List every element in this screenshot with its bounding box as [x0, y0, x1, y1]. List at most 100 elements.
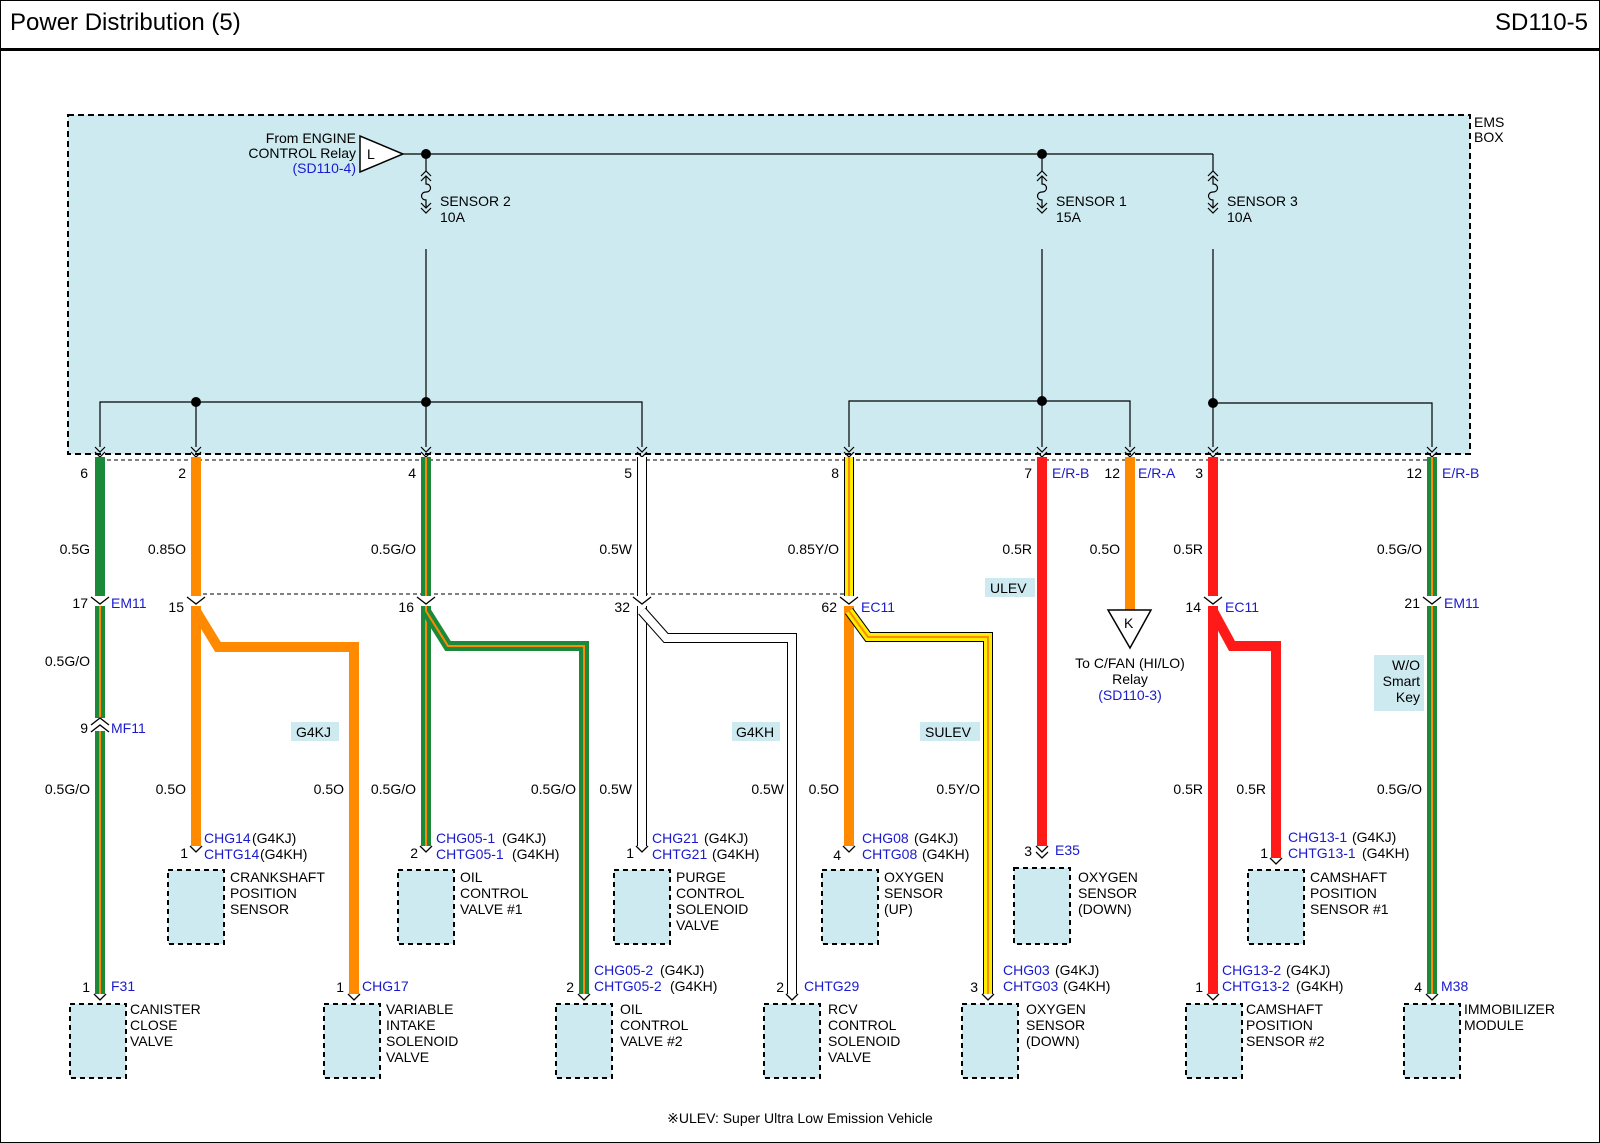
connector-name: EM11	[1444, 595, 1480, 611]
component-label: CONTROL	[460, 885, 529, 901]
wire-spec: 0.5O	[314, 781, 344, 797]
component-label: OIL	[460, 869, 483, 885]
source-label: CONTROL Relay	[248, 145, 356, 161]
wire-spec: 0.5G/O	[1377, 781, 1422, 797]
fuse-rating: 15A	[1056, 209, 1082, 225]
component-label: POSITION	[230, 885, 297, 901]
pin-number: 3	[970, 979, 978, 995]
component-label: (DOWN)	[1026, 1033, 1080, 1049]
component-label: OXYGEN	[1078, 869, 1138, 885]
connector-variant: (G4KH)	[1063, 978, 1110, 994]
pin-number: 32	[614, 599, 630, 615]
connector-variant: (G4KH)	[712, 846, 759, 862]
wire-spec: 0.5R	[1173, 781, 1203, 797]
component-oxygen-sensor-up: 4 CHG08 (G4KJ) CHTG08 (G4KH) OXYGEN SENS…	[821, 830, 969, 945]
pin-number: 4	[833, 847, 841, 863]
connector-variant: (G4KH)	[260, 846, 307, 862]
component-oil-control-valve-1: 2 CHG05-1 (G4KJ) CHTG05-1 (G4KH) OIL CON…	[397, 830, 559, 945]
connector-name: CHTG05-1	[436, 846, 504, 862]
connector-variant: (G4KJ)	[502, 830, 546, 846]
component-label: OXYGEN	[884, 869, 944, 885]
connector-name: E/R-B	[1052, 465, 1089, 481]
connector-name: F31	[111, 978, 135, 994]
component-label: VALVE #1	[460, 901, 523, 917]
connector-name: CHG13-1	[1288, 829, 1347, 845]
source-triangle	[359, 134, 405, 174]
component-label: CONTROL	[828, 1017, 897, 1033]
component-label: CONTROL	[676, 885, 745, 901]
relay-triangle	[1106, 609, 1153, 650]
wire-spec: 0.85Y/O	[788, 541, 839, 557]
page-title: Power Distribution (5)	[10, 9, 241, 36]
pin-number: 3	[1195, 465, 1203, 481]
component-label: OXYGEN	[1026, 1001, 1086, 1017]
connector-outline	[100, 459, 1432, 595]
component-label: CANISTER	[130, 1001, 201, 1017]
pin-number: 8	[831, 465, 839, 481]
fuse-rating: 10A	[440, 209, 466, 225]
component-variable-intake-solenoid-valve: 1 CHG17 VARIABLE INTAKE SOLENOID VALVE	[323, 978, 458, 1079]
connector-name: CHTG03	[1003, 978, 1058, 994]
connector-variant: (G4KJ)	[1055, 962, 1099, 978]
connector-name: EC11	[1225, 599, 1259, 615]
option-wo-smart-key: Key	[1396, 689, 1420, 705]
option-g4kh: G4KH	[736, 724, 774, 740]
component-label: (DOWN)	[1078, 901, 1132, 917]
connector-name: M38	[1441, 978, 1468, 994]
source-symbol: L	[367, 146, 375, 162]
component-label: SENSOR	[1078, 885, 1137, 901]
wire-spec: 0.5R	[1002, 541, 1032, 557]
ems-box-label: EMS	[1474, 114, 1504, 130]
wire-spec: 0.5G/O	[45, 653, 90, 669]
component-purge-control-solenoid-valve: 1 CHG21 (G4KJ) CHTG21 (G4KH) PURGE CONTR…	[613, 830, 759, 945]
wire-0.5G/O-ocv	[421, 457, 589, 994]
pin-number: 2	[566, 979, 574, 995]
connector-name: MF11	[111, 720, 146, 736]
connector-name: CHTG05-2	[594, 978, 662, 994]
connector-name: CHG08	[862, 830, 909, 846]
fuse-name: SENSOR 2	[440, 193, 511, 209]
component-oxygen-sensor-down-ulev: 3 E35 OXYGEN SENSOR (DOWN)	[1013, 842, 1138, 945]
pin-number: 1	[336, 979, 344, 995]
pin-number: 7	[1024, 465, 1032, 481]
component-oxygen-sensor-down-sulev: 3 CHG03 (G4KJ) CHTG03 (G4KH) OXYGEN SENS…	[961, 962, 1110, 1079]
component-camshaft-position-sensor-1: 1 CHG13-1 (G4KJ) CHTG13-1 (G4KH) CAMSHAF…	[1247, 829, 1409, 945]
option-badge	[985, 578, 1035, 597]
connector-name: CHG21	[652, 830, 699, 846]
component-label: OIL	[620, 1001, 643, 1017]
pin-number: 1	[82, 979, 90, 995]
option-g4kj: G4KJ	[296, 724, 331, 740]
internal-wiring	[94, 153, 1438, 458]
pin-number: 12	[1104, 465, 1120, 481]
connector-variant: (G4KH)	[670, 978, 717, 994]
header-bar: Power Distribution (5) SD110-5	[0, 0, 1600, 51]
component-label: POSITION	[1310, 885, 1377, 901]
pin-number: 12	[1406, 465, 1422, 481]
wire-spec: 0.5W	[751, 781, 784, 797]
pin-number: 16	[398, 599, 414, 615]
splice-dots	[191, 149, 1218, 408]
option-badge	[1374, 655, 1424, 711]
connector-name: EC11	[861, 599, 895, 615]
pin-number: 9	[80, 720, 88, 736]
connector-variant: (G4KJ)	[1286, 962, 1330, 978]
component-label: INTAKE	[386, 1017, 436, 1033]
component-immobilizer-module: 4 M38 IMMOBILIZER MODULE	[1403, 978, 1555, 1079]
wire-spec: 0.5W	[599, 781, 632, 797]
pin-number: 15	[168, 599, 184, 615]
footnote: ※ULEV: Super Ultra Low Emission Vehicle	[667, 1110, 933, 1126]
pin-number: 1	[1195, 979, 1203, 995]
wire-spec: 0.5G/O	[371, 781, 416, 797]
wire-spec: 0.5G/O	[45, 781, 90, 797]
connector-name: CHTG08	[862, 846, 917, 862]
wire-spec: 0.5R	[1236, 781, 1266, 797]
component-label: SENSOR	[1026, 1017, 1085, 1033]
component-label: VALVE	[676, 917, 719, 933]
component-label: SENSOR	[884, 885, 943, 901]
pin-number: 1	[1260, 845, 1268, 861]
connector-name: CHTG21	[652, 846, 707, 862]
connector-variant: (G4KH)	[1362, 845, 1409, 861]
wire-0.85Y/O	[844, 457, 993, 994]
connector-name: CHG03	[1003, 962, 1050, 978]
connector-variant: (G4KJ)	[914, 830, 958, 846]
